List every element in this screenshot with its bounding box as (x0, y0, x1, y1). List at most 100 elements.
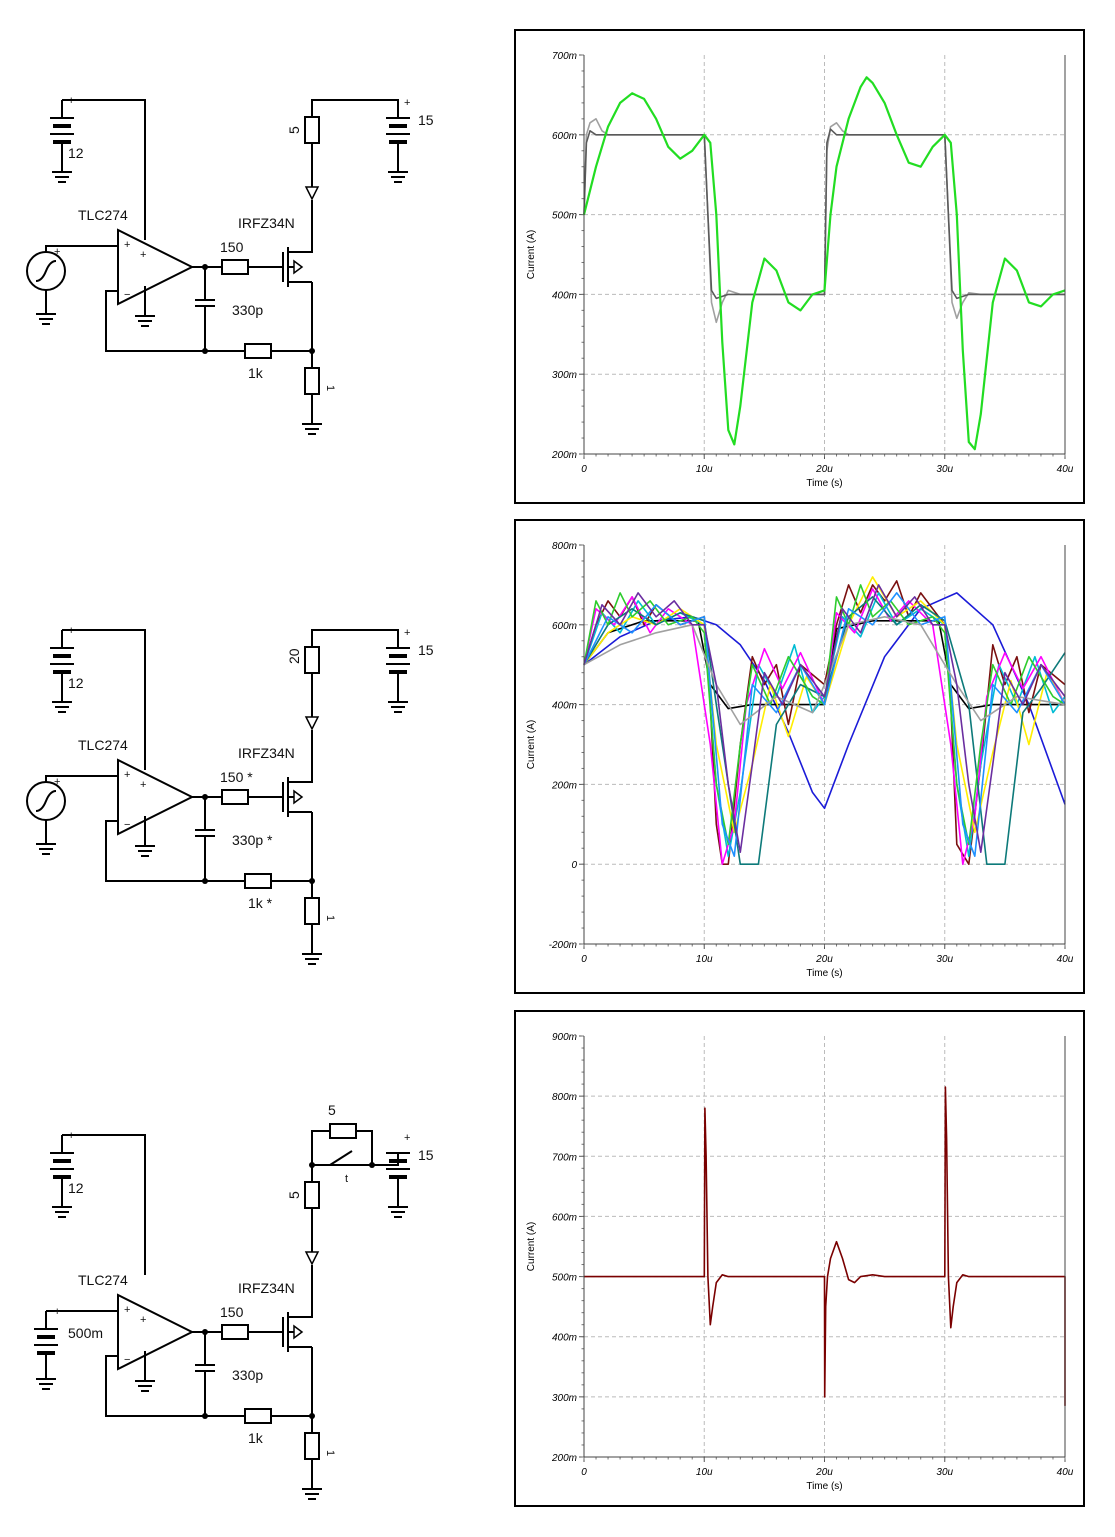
x-tick-label: 40u (1057, 1467, 1074, 1478)
series-line (583, 592, 1066, 857)
feedback-resistor-value: 1k * (248, 895, 273, 911)
x-tick-label: 0 (581, 1467, 587, 1478)
opamp-label: TLC274 (78, 737, 128, 753)
series-line (584, 1086, 1066, 1406)
y-tick-label: 500m (552, 211, 577, 222)
switch-resistor-value: 5 (328, 1102, 336, 1118)
plus-mark: + (404, 1132, 410, 1144)
ground-symbol (302, 1488, 322, 1500)
supply-value: 15 (418, 642, 434, 658)
x-tick-label: 40u (1057, 464, 1074, 475)
supply-value: 15 (418, 1147, 434, 1163)
feedback-resistor (244, 1408, 272, 1424)
plus-mark: + (404, 97, 410, 109)
ground-symbol (36, 1378, 56, 1390)
sense-resistor (304, 1432, 320, 1460)
y-tick-label: 0 (571, 860, 577, 871)
ground-symbol (388, 701, 408, 713)
gate-resistor (221, 789, 249, 805)
y-tick-label: 200m (551, 1453, 577, 1464)
feedback-wire (105, 820, 312, 882)
feedback-wire (105, 1355, 312, 1417)
plus-mark: + (404, 627, 410, 639)
sense-resistor-value: 1 (324, 385, 336, 391)
series-line (582, 76, 1066, 451)
y-tick-label: 700m (552, 1152, 577, 1163)
y-tick-label: 400m (552, 1333, 577, 1344)
plus-mark: + (54, 776, 60, 788)
ground-symbol (36, 313, 56, 325)
y-tick-label: 300m (552, 1393, 577, 1404)
battery-value: 12 (68, 675, 84, 691)
ground-symbol (36, 843, 56, 855)
series-line (583, 616, 1066, 726)
battery-symbol (50, 630, 74, 713)
capacitor-value: 330p (232, 1367, 263, 1383)
supply-wire (62, 99, 146, 240)
x-tick-label: 10u (696, 464, 713, 475)
ground-symbol (52, 1206, 72, 1218)
x-tick-label: 0 (581, 464, 587, 475)
load-resistor (304, 646, 320, 674)
ground-symbol (388, 171, 408, 183)
y-axis-label: Current (A) (526, 230, 537, 279)
capacitor (195, 267, 215, 351)
y-tick-label: 200m (551, 780, 577, 791)
ground-symbol (135, 845, 155, 857)
ground-symbol (135, 1380, 155, 1392)
plus-mark: + (140, 779, 146, 791)
load-resistor-value: 5 (286, 126, 302, 134)
switch (329, 1150, 353, 1166)
sense-resistor (304, 897, 320, 925)
mosfet (282, 238, 313, 287)
x-tick-label: 20u (815, 1467, 833, 1478)
battery-symbol (50, 100, 74, 183)
y-tick-label: 400m (552, 701, 577, 712)
capacitor-value: 330p (232, 302, 263, 318)
ground-symbol (135, 315, 155, 327)
capacitor (195, 1332, 215, 1416)
diode-arrow (304, 1251, 320, 1266)
opamp-label: TLC274 (78, 207, 128, 223)
minus-mark: − (124, 1354, 130, 1366)
ground-symbol (52, 701, 72, 713)
y-tick-label: 600m (552, 1212, 577, 1223)
battery-value: 12 (68, 1180, 84, 1196)
y-tick-label: 500m (552, 1273, 577, 1284)
diode-arrow (304, 186, 320, 201)
capacitor-value: 330p * (232, 832, 273, 848)
series-line (583, 128, 1065, 300)
y-tick-label: -200m (549, 940, 577, 951)
battery-value: 12 (68, 145, 84, 161)
supply-battery (386, 117, 410, 183)
supply-wire (62, 629, 146, 770)
mosfet-label: IRFZ34N (238, 1280, 295, 1296)
y-tick-label: 900m (552, 1032, 577, 1043)
y-axis-label: Current (A) (526, 720, 537, 769)
plus-mark: + (54, 1306, 60, 1318)
load-resistor-value: 5 (286, 1191, 302, 1199)
x-tick-label: 40u (1057, 954, 1074, 965)
feedback-resistor (244, 873, 272, 889)
y-tick-label: 700m (552, 51, 577, 62)
source-value: 500m (68, 1325, 103, 1341)
load-resistor-value: 20 (286, 648, 302, 664)
supply-value: 15 (418, 112, 434, 128)
supply-wire (62, 1134, 146, 1275)
y-tick-label: 300m (552, 370, 577, 381)
ground-symbol (302, 953, 322, 965)
plus-mark: + (140, 249, 146, 261)
series-line (583, 592, 1066, 810)
x-tick-label: 30u (936, 1467, 953, 1478)
load-resistor (304, 1181, 320, 1209)
gate-resistor (221, 1324, 249, 1340)
